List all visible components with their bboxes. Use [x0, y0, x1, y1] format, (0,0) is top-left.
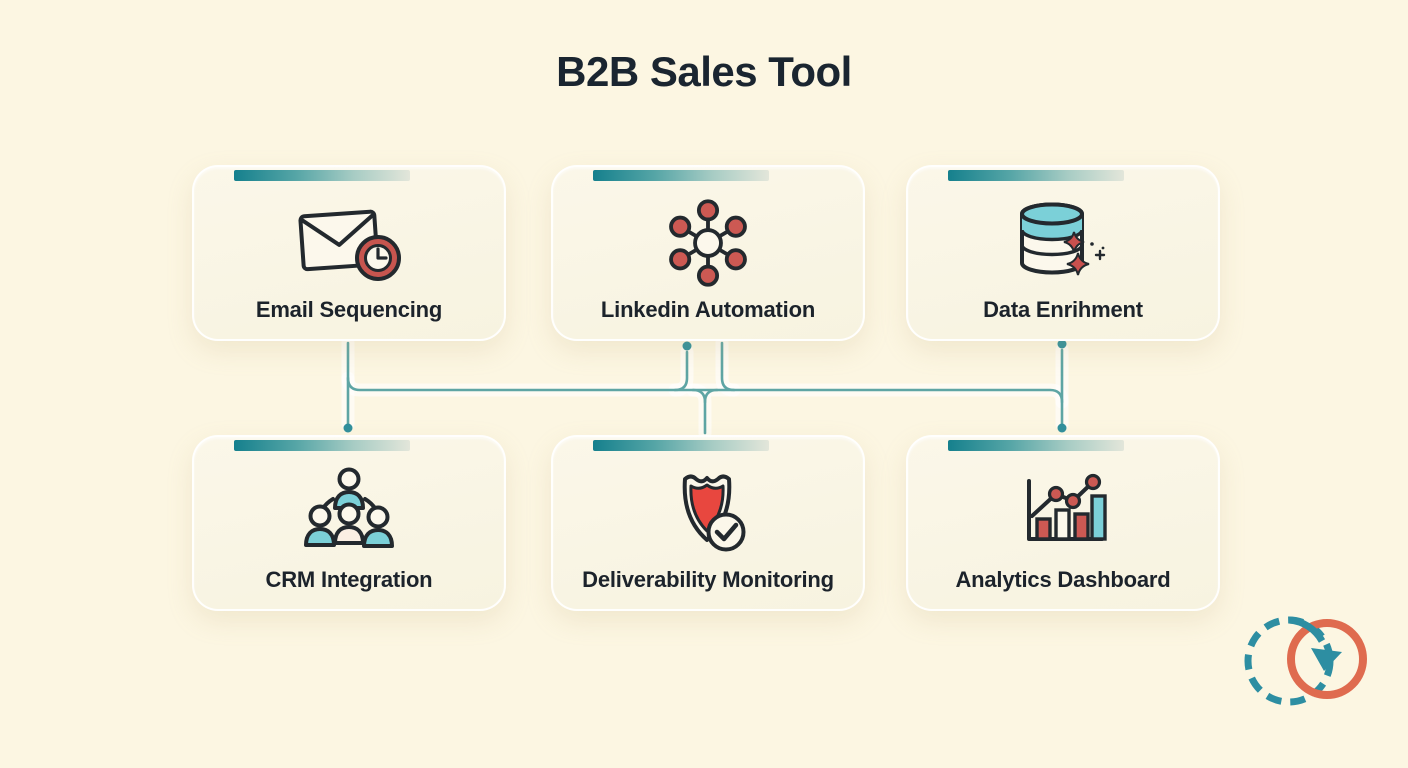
card-accent-bar	[234, 440, 410, 451]
card-data-enrichment: Data Enrihment	[906, 165, 1220, 341]
shield-check-icon	[553, 463, 863, 563]
card-accent-bar	[948, 440, 1124, 451]
card-label: Analytics Dashboard	[955, 567, 1171, 592]
card-accent-bar	[948, 170, 1124, 181]
card-linkedin-automation: Linkedin Automation	[551, 165, 865, 341]
connector-dots	[343, 339, 1067, 433]
database-sparkle-icon	[908, 193, 1218, 293]
card-accent-bar	[593, 440, 769, 451]
card-email-sequencing: Email Sequencing	[192, 165, 506, 341]
card-deliverability-monitoring: Deliverability Monitoring	[551, 435, 865, 611]
card-label: CRM Integration	[265, 567, 433, 592]
network-hub-icon	[553, 193, 863, 293]
sync-arrow-circles-logo	[1236, 601, 1374, 720]
page-title: B2B Sales Tool	[556, 48, 852, 95]
email-clock-icon	[194, 193, 504, 293]
card-accent-bar	[593, 170, 769, 181]
card-analytics-dashboard: Analytics Dashboard	[906, 435, 1220, 611]
card-label: Linkedin Automation	[600, 297, 816, 322]
card-label: Deliverability Monitoring	[582, 567, 834, 592]
people-org-icon	[194, 463, 504, 563]
card-crm-integration: CRM Integration	[192, 435, 506, 611]
bar-chart-icon	[908, 463, 1218, 563]
card-label: Email Sequencing	[255, 297, 443, 322]
card-label: Data Enrihment	[983, 297, 1143, 322]
card-accent-bar	[234, 170, 410, 181]
